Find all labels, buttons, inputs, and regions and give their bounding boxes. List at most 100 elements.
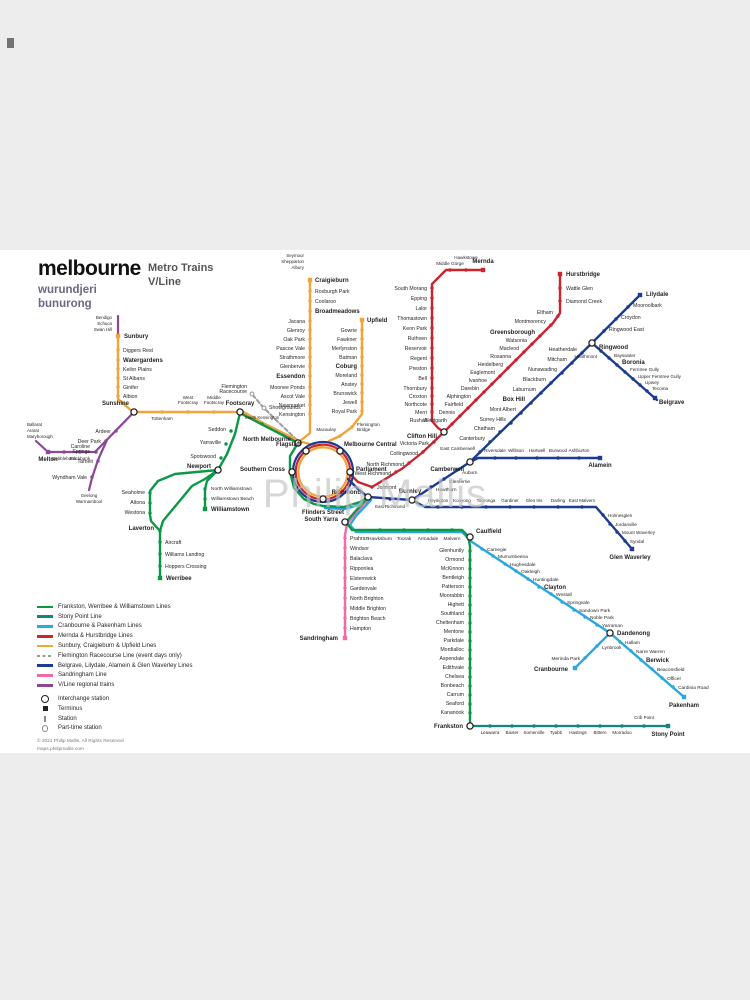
legend-line-item: Belgrave, Lilydale, Alamein & Glen Waver… bbox=[37, 661, 267, 671]
station-westall bbox=[549, 592, 553, 596]
station-upper-ferntree-gully bbox=[631, 377, 635, 381]
station-label-tooronga: Tooronga bbox=[477, 498, 496, 503]
station-label-crib-point: Crib Point bbox=[634, 715, 655, 720]
station-jolimont bbox=[370, 485, 374, 489]
station-croxton bbox=[430, 394, 434, 398]
station-label-canterbury: Canterbury bbox=[459, 436, 485, 442]
station-label-ashburton: Ashburton bbox=[569, 448, 590, 453]
station-label-thornbury: Thornbury bbox=[403, 386, 427, 392]
station-label-fairfield: Fairfield bbox=[445, 402, 464, 408]
corner-artifact bbox=[7, 38, 14, 48]
station-westona bbox=[148, 511, 152, 515]
station-north-brighton bbox=[343, 596, 347, 600]
station-label-greensborough: Greensborough bbox=[490, 330, 535, 336]
station-label-clayton: Clayton bbox=[544, 585, 566, 591]
legend-line-label: Flemington Racecourse Line (event days o… bbox=[58, 652, 182, 659]
station-clifton-hill bbox=[440, 428, 448, 436]
station-strathmore bbox=[308, 355, 312, 359]
station-label-sandringham: Sandringham bbox=[300, 636, 338, 642]
station-sandringham bbox=[342, 635, 348, 641]
line-crosscity bbox=[148, 468, 220, 533]
station-croydon bbox=[614, 317, 618, 321]
station-label-southland: Southland bbox=[441, 611, 464, 617]
station-label-patterson: Patterson bbox=[442, 584, 464, 590]
station-burnley bbox=[408, 496, 416, 504]
station-seaford bbox=[468, 702, 472, 706]
station-label-watsonia: Watsonia bbox=[506, 338, 528, 344]
station-label-stony-point: Stony Point bbox=[651, 732, 684, 738]
line-caulfield-group bbox=[573, 631, 612, 670]
station-berwick bbox=[639, 658, 643, 662]
station-label-heidelberg: Heidelberg bbox=[478, 362, 503, 368]
station-brunswick bbox=[360, 391, 364, 395]
station-pakenham bbox=[681, 694, 687, 700]
station-label-hallam: Hallam bbox=[625, 640, 640, 646]
legend-line-swatch bbox=[37, 634, 53, 638]
station-label-altona: Altona bbox=[130, 500, 145, 506]
station-label-parliament: Parliament bbox=[356, 467, 387, 473]
station-label-glen-waverley: Glen Waverley bbox=[609, 555, 651, 561]
station-rosanna bbox=[514, 358, 518, 362]
line-crosscity bbox=[238, 411, 300, 445]
station-label-upfield: Upfield bbox=[367, 318, 388, 324]
station-greensborough bbox=[538, 334, 542, 338]
line-crosscity bbox=[216, 411, 242, 472]
station-patterson bbox=[468, 585, 472, 589]
station-label-essendon: Essendon bbox=[276, 374, 305, 380]
legend-line-swatch bbox=[37, 615, 53, 618]
station-label-hawkstowe: Hawkstowe bbox=[454, 255, 478, 260]
station-richmond bbox=[364, 493, 372, 501]
station-label-gowrie: Gowrie bbox=[341, 328, 358, 334]
subtitle-line-2: bunurong bbox=[38, 298, 92, 311]
station-bayswater bbox=[607, 356, 611, 360]
station-victoria-park bbox=[432, 440, 436, 444]
station-east-camberwell bbox=[478, 450, 482, 454]
station-label-toorak: Toorak bbox=[397, 536, 412, 542]
station-fairfield bbox=[466, 406, 470, 410]
station-south-yarra bbox=[341, 518, 349, 526]
station-label-merlynston: Merlynston bbox=[332, 346, 357, 352]
legend-marker-item: Part-time station bbox=[37, 724, 267, 734]
station-label-newport: Newport bbox=[187, 464, 211, 470]
station-label-east-camberwell: East Camberwell bbox=[440, 446, 475, 451]
station-bittern bbox=[598, 724, 602, 728]
station-label-tyabb: Tyabb bbox=[550, 730, 563, 735]
station-label-bonbeach: Bonbeach bbox=[441, 683, 464, 689]
station-baxter bbox=[510, 724, 514, 728]
station-balaclava bbox=[343, 556, 347, 560]
station-footscray bbox=[236, 408, 244, 416]
station-stony-point bbox=[665, 723, 671, 729]
station-mooroolbark bbox=[626, 305, 630, 309]
station-cobblebank bbox=[62, 450, 66, 454]
station-label-caulfield: Caulfield bbox=[476, 529, 502, 535]
station-spotswood bbox=[219, 456, 223, 460]
network-names: Metro Trains V/Line bbox=[148, 261, 213, 290]
station-lynbrook bbox=[595, 644, 599, 648]
station-ringwood bbox=[588, 339, 596, 347]
station-lalor bbox=[430, 306, 434, 310]
station-mitcham bbox=[570, 361, 574, 365]
station-label-cranbourne: Cranbourne bbox=[534, 667, 569, 673]
station-label-victoria-park: Victoria Park bbox=[400, 441, 430, 447]
station-label-alamein: Alamein bbox=[588, 463, 612, 469]
station-syndal bbox=[623, 539, 627, 543]
legend-line-label: Frankston, Werribee & Williamstown Lines bbox=[58, 603, 171, 610]
station-label-springvale: Springvale bbox=[567, 600, 590, 606]
station-label-moorabbin: Moorabbin bbox=[439, 593, 464, 599]
station-label-diggers-rest: Diggers Rest bbox=[123, 348, 154, 354]
station-label-willison: Willison bbox=[508, 448, 524, 453]
station-hawthorn bbox=[429, 485, 433, 489]
website-text: maps.philipmallis.com bbox=[37, 746, 84, 752]
station-label-holmesglen: Holmesglen bbox=[608, 513, 633, 518]
station-east-richmond bbox=[388, 497, 392, 501]
station-label-edithvale: Edithvale bbox=[443, 665, 464, 671]
station-armadale bbox=[426, 528, 430, 532]
station-williamstown-beach bbox=[203, 497, 207, 501]
station-rockbank bbox=[78, 450, 82, 454]
station-label-seaholme: Seaholme bbox=[122, 490, 145, 496]
station-sunshine bbox=[130, 408, 138, 416]
station-label-hawksburn: Hawksburn bbox=[368, 536, 392, 542]
station-merlynston bbox=[360, 346, 364, 350]
